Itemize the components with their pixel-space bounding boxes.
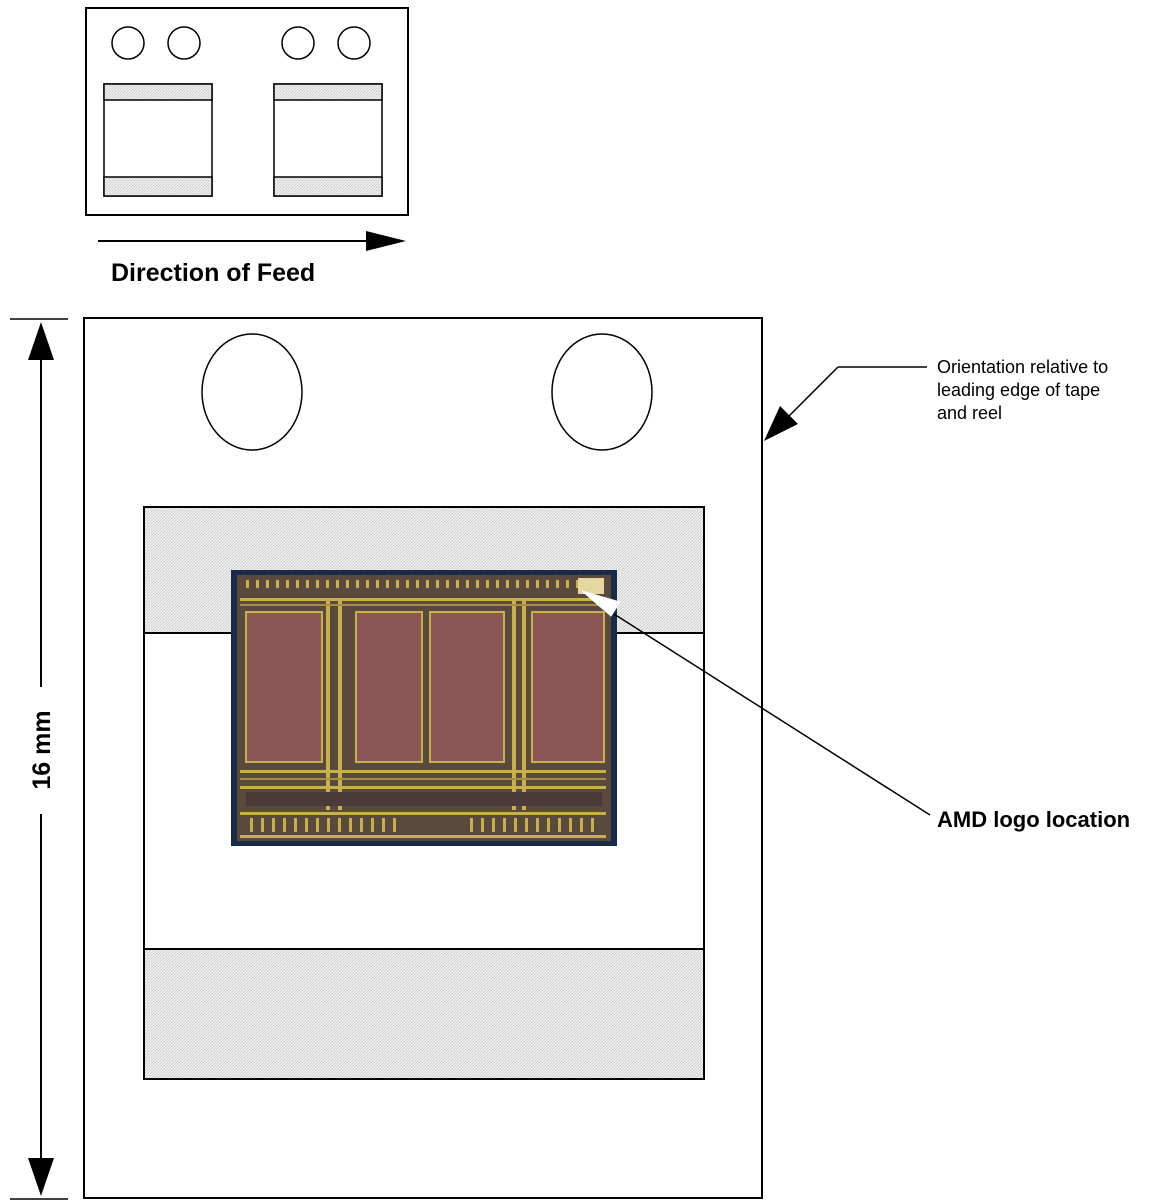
sprocket-hole: [337, 26, 371, 60]
bond-pad: [366, 580, 369, 588]
orientation-callout: Orientation relative to leading edge of …: [764, 357, 1113, 441]
bond-pad: [360, 818, 363, 832]
bond-pad: [393, 818, 396, 832]
bond-pad: [591, 818, 594, 832]
bond-pad: [396, 580, 399, 588]
bond-pad: [272, 818, 275, 832]
bond-pad: [481, 818, 484, 832]
pocket-hatched-band-bottom: [143, 948, 705, 1080]
bond-pad: [503, 818, 506, 832]
bond-pad: [456, 580, 459, 588]
bond-pad: [296, 580, 299, 588]
tape-segment: AMD logo location: [83, 317, 1130, 1199]
bond-pad: [276, 580, 279, 588]
logo-pointer-arrowhead: [581, 590, 621, 617]
bond-pad: [283, 818, 286, 832]
bond-pad: [349, 818, 352, 832]
bond-pad: [406, 580, 409, 588]
bond-pad: [536, 818, 539, 832]
bond-pad: [346, 580, 349, 588]
bond-pad: [356, 580, 359, 588]
bond-pad: [436, 580, 439, 588]
bond-pad: [327, 818, 330, 832]
bond-pad: [558, 818, 561, 832]
bond-pad: [256, 580, 259, 588]
sprocket-hole: [551, 333, 653, 451]
feed-overview: Direction of Feed: [85, 7, 409, 287]
sprocket-hole: [111, 26, 145, 60]
bond-pad: [316, 580, 319, 588]
bond-pad: [386, 580, 389, 588]
bond-pad: [496, 580, 499, 588]
bond-pad: [580, 818, 583, 832]
orientation-note-line: Orientation relative to: [937, 357, 1108, 377]
bond-pad: [382, 818, 385, 832]
bond-pad: [486, 580, 489, 588]
bond-pad: [547, 818, 550, 832]
bond-pad: [546, 580, 549, 588]
bond-pad: [261, 818, 264, 832]
amd-logo-location-label: AMD logo location: [937, 807, 1130, 832]
bond-pad: [266, 580, 269, 588]
bond-pad: [506, 580, 509, 588]
overview-pocket: [103, 83, 213, 197]
bond-pad: [492, 818, 495, 832]
bond-pad: [526, 580, 529, 588]
sprocket-hole: [201, 333, 303, 451]
bond-pad: [470, 818, 473, 832]
dimension-arrowhead-down: [28, 1158, 54, 1196]
sprocket-hole: [281, 26, 315, 60]
bond-pad: [446, 580, 449, 588]
bond-pad: [516, 580, 519, 588]
overview-tape-outline: [85, 7, 409, 216]
bond-pad: [569, 818, 572, 832]
bond-pad: [338, 818, 341, 832]
sprocket-hole: [167, 26, 201, 60]
bond-pad: [416, 580, 419, 588]
orientation-note: Orientation relative to leading edge of …: [937, 357, 1113, 423]
bond-pad: [376, 580, 379, 588]
logo-leader-line: [613, 613, 931, 816]
bond-pad: [576, 580, 579, 588]
bond-pad: [305, 818, 308, 832]
direction-of-feed-label: Direction of Feed: [111, 259, 315, 287]
bond-pad: [514, 818, 517, 832]
bond-pad: [294, 818, 297, 832]
height-dimension: 16 mm: [10, 318, 68, 1200]
bond-pad: [250, 818, 253, 832]
bond-pad: [326, 580, 329, 588]
bond-pad: [286, 580, 289, 588]
bond-pad: [316, 818, 319, 832]
bond-pad: [536, 580, 539, 588]
feed-direction-arrow: [98, 231, 406, 251]
bond-pad: [476, 580, 479, 588]
height-dimension-label: 16 mm: [28, 710, 56, 789]
bond-pad: [306, 580, 309, 588]
overview-pocket: [273, 83, 383, 197]
die-image: [231, 570, 617, 846]
bond-pad: [336, 580, 339, 588]
orientation-note-line: leading edge of tape: [937, 380, 1100, 400]
dimension-arrowhead-up: [28, 322, 54, 360]
orientation-arrowhead: [764, 406, 798, 441]
bond-pad: [246, 580, 249, 588]
bond-pad: [466, 580, 469, 588]
orientation-note-line: and reel: [937, 403, 1002, 423]
bond-pad: [371, 818, 374, 832]
bond-pad: [525, 818, 528, 832]
bond-pad: [566, 580, 569, 588]
bond-pad: [556, 580, 559, 588]
bond-pad: [426, 580, 429, 588]
